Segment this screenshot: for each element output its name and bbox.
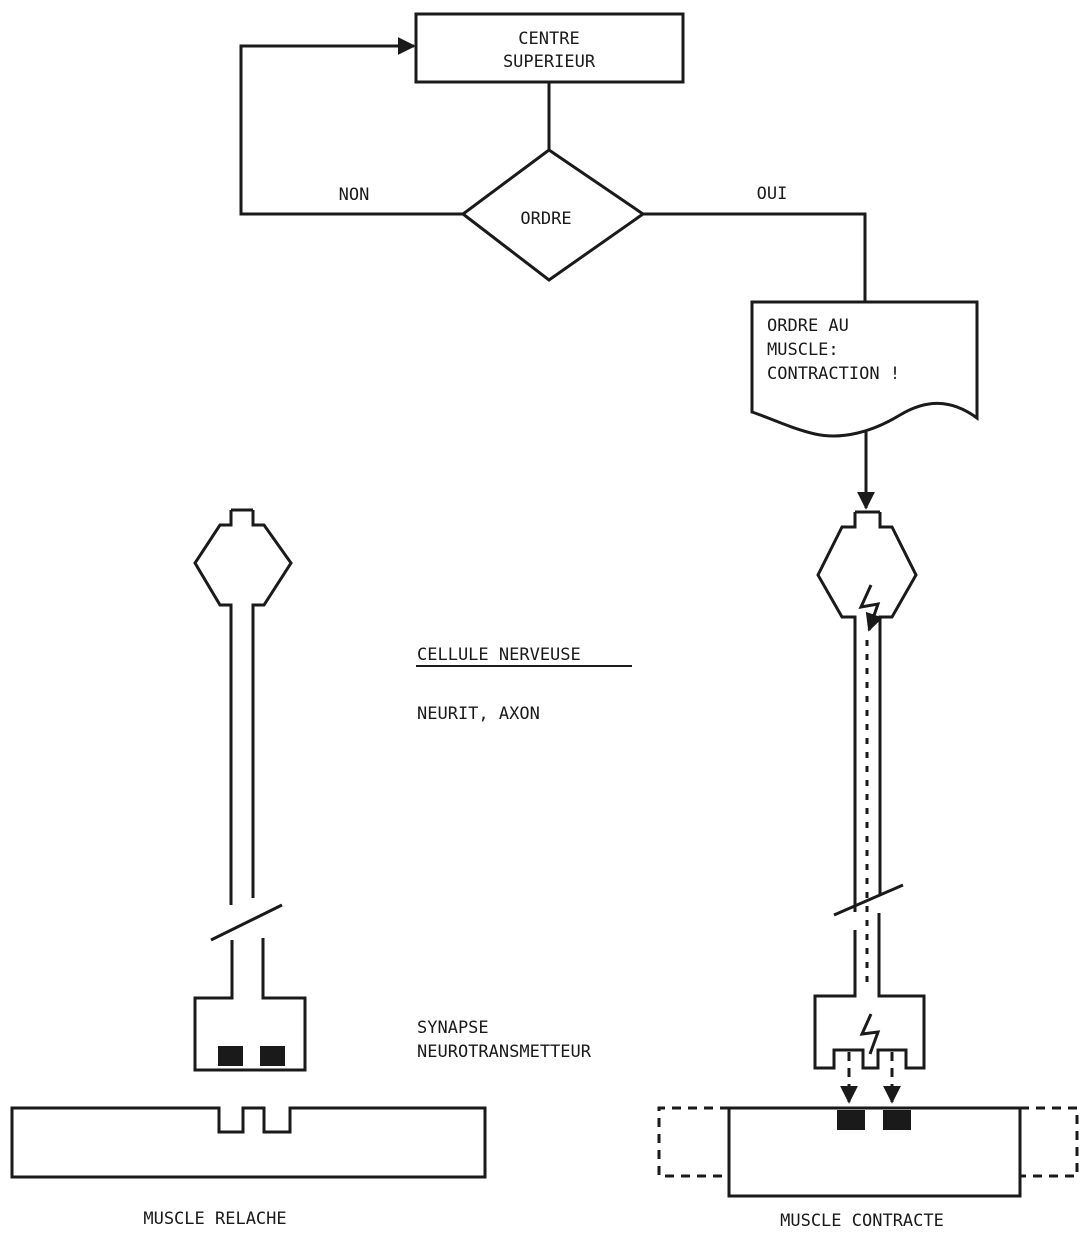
- right-axon-lower: [813, 913, 926, 1070]
- oui-branch-line: [643, 212, 867, 302]
- neurite-axon-label: NEURIT, AXON: [417, 704, 540, 724]
- right-neurotransmitter-2: [883, 1110, 911, 1130]
- ordre-au-muscle-document: [750, 300, 979, 438]
- relaxed-muscle-block: [10, 1106, 487, 1179]
- centre-superieur-line1: CENTRE: [518, 29, 579, 49]
- document-line1: ORDRE AU: [767, 316, 849, 336]
- relaxed-extent-right-dashed: [1020, 1106, 1079, 1178]
- contracted-muscle-block: [727, 1106, 1022, 1198]
- right-neuron: [813, 510, 926, 1104]
- centre-superieur-line2: SUPERIEUR: [503, 52, 596, 72]
- oui-branch-label: OUI: [757, 184, 788, 204]
- left-neuron: [193, 508, 307, 1072]
- document-line2: MUSCLE:: [767, 340, 839, 360]
- soma-lightning-icon: [858, 584, 883, 632]
- left-vesicle-2: [260, 1046, 285, 1066]
- synapse-label: SYNAPSE: [417, 1018, 489, 1038]
- muscle-relaxed-label: MUSCLE RELACHE: [143, 1209, 286, 1229]
- flowchart: CENTRE SUPERIEUR ORDRE NON OUI ORDRE AU …: [239, 12, 979, 510]
- left-vesicle-1: [218, 1046, 243, 1066]
- right-neurotransmitter-1: [837, 1110, 865, 1130]
- left-neuron-outline: [193, 508, 293, 905]
- neurotransmitter-label: NEUROTRANSMETTEUR: [417, 1042, 592, 1062]
- left-axon-break-mark: [210, 903, 283, 942]
- document-line3: CONTRACTION !: [767, 364, 900, 384]
- left-axon-lower: [193, 938, 307, 1072]
- non-branch-loop-line: [239, 37, 463, 216]
- right-axon-break-mark: [833, 883, 904, 917]
- synapse-lightning-icon: [859, 1013, 881, 1055]
- relaxed-extent-left-dashed: [657, 1106, 729, 1178]
- nerve-cell-label: CELLULE NERVEUSE: [417, 645, 581, 665]
- ordre-decision-diamond: [460, 148, 646, 282]
- ordre-decision-label: ORDRE: [520, 209, 571, 229]
- muscle-contracted-label: MUSCLE CONTRACTE: [780, 1211, 944, 1231]
- non-branch-label: NON: [339, 185, 370, 205]
